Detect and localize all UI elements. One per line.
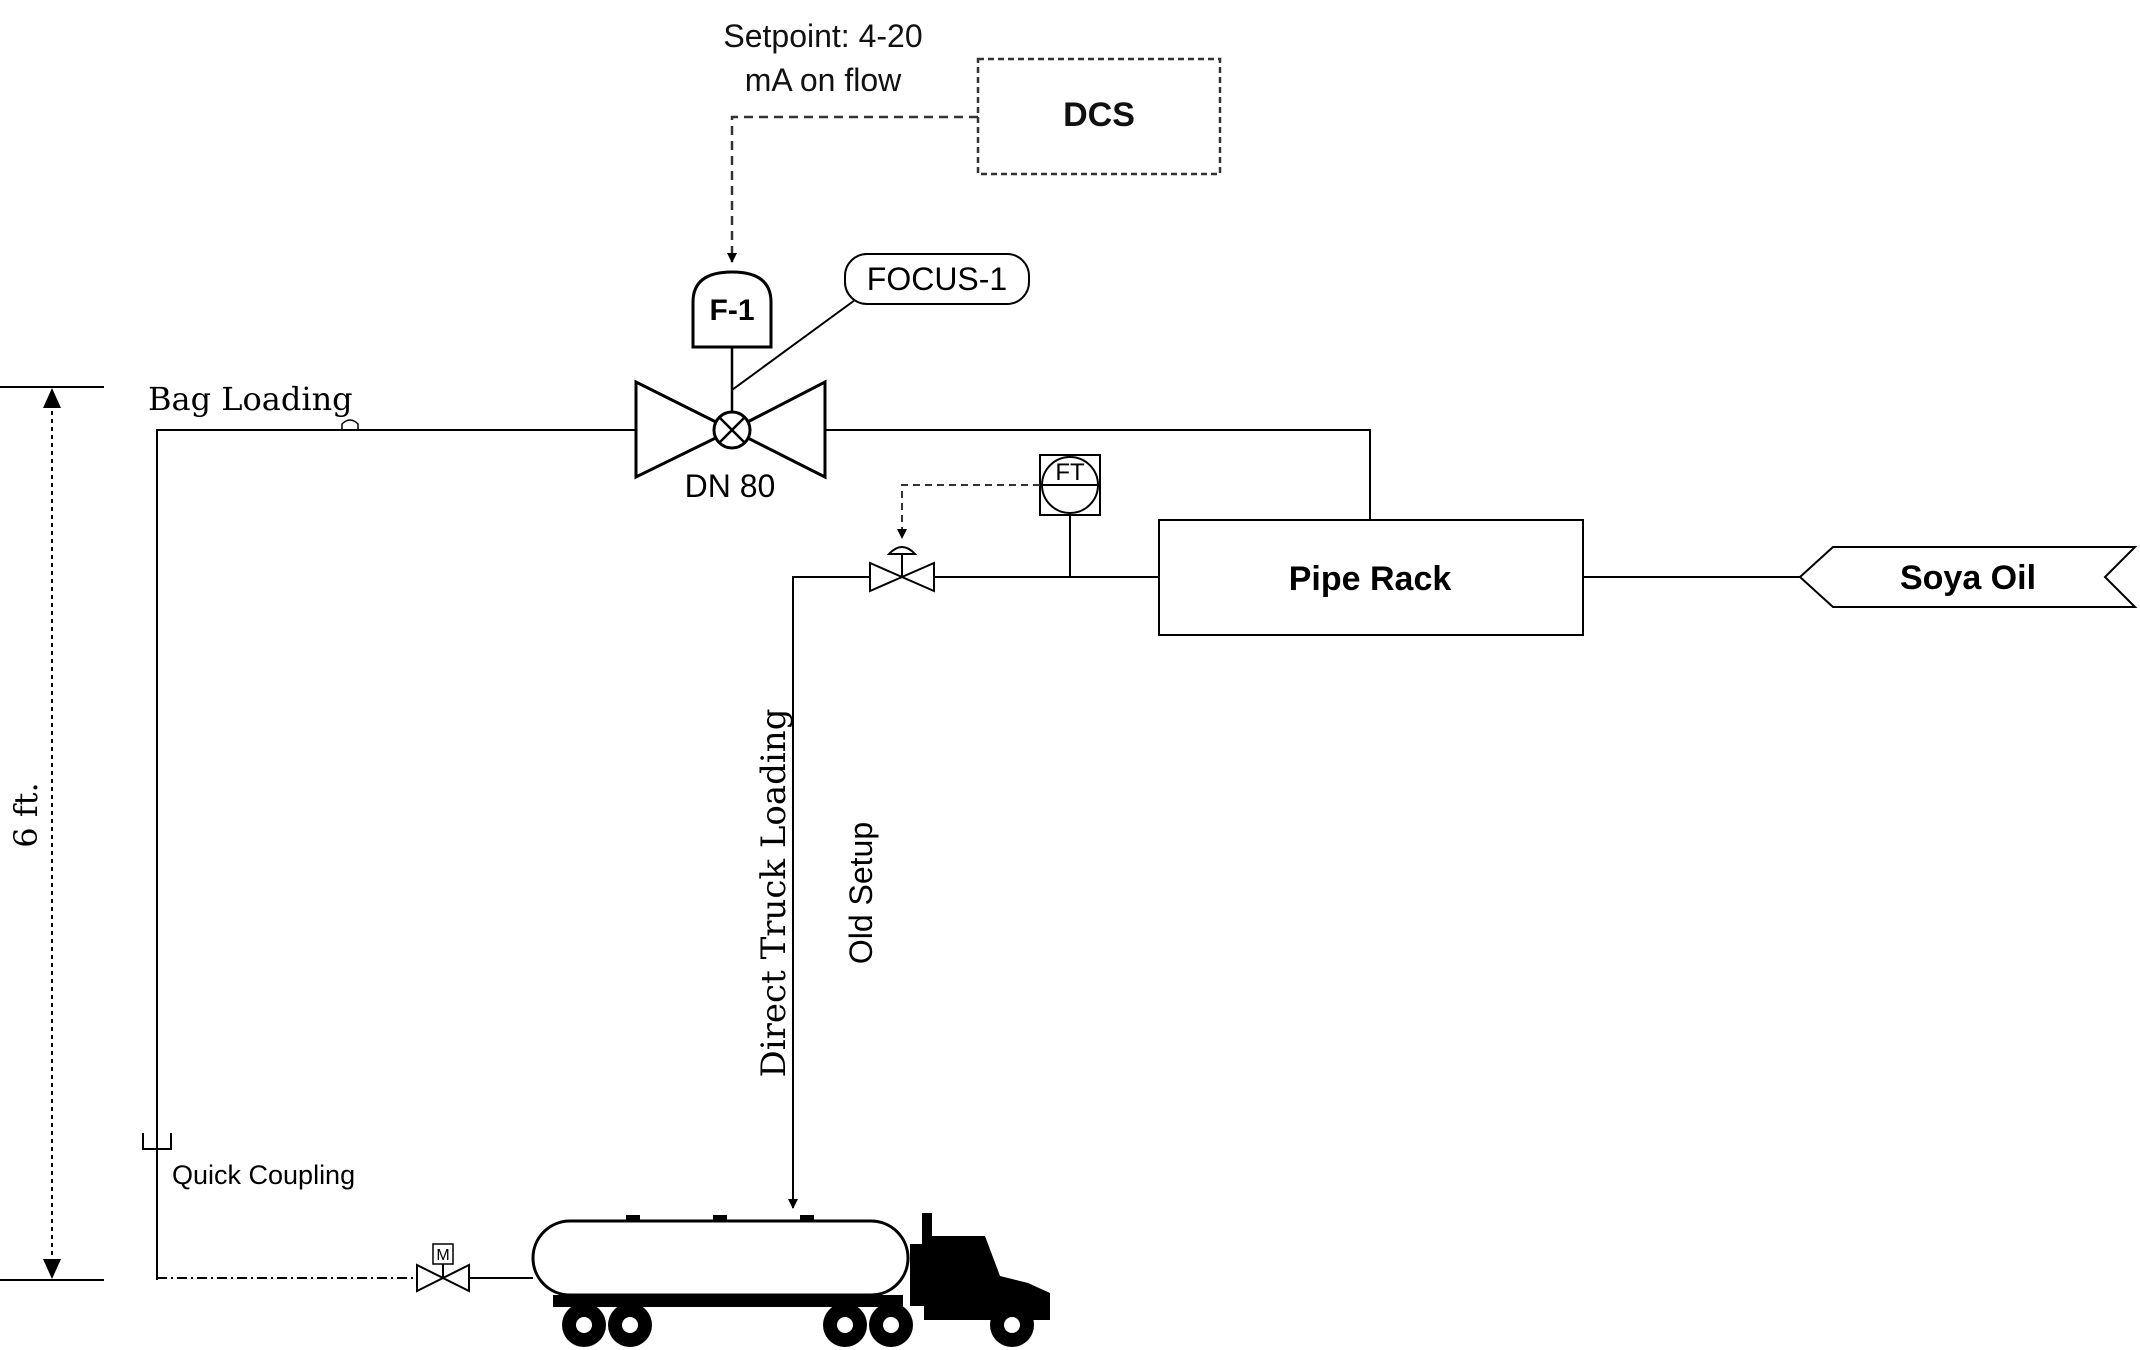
motor-label: M	[436, 1247, 449, 1264]
six-ft-label: 6 ft.	[7, 782, 45, 847]
valve-left-triangle	[634, 379, 736, 480]
pipe-rack-box	[1158, 519, 1584, 636]
soya-oil-arrow-flag	[1798, 546, 2138, 608]
bag-loading-label: Bag Loading	[148, 380, 353, 418]
wheel-4-hub	[883, 1317, 899, 1333]
ft-signal-line	[897, 484, 1040, 539]
valve-disc-cross-b	[719, 417, 745, 443]
exhaust-stack	[922, 1213, 932, 1248]
tank-hatch-3	[800, 1215, 814, 1222]
wheel-3-hub	[837, 1317, 853, 1333]
cab-connector	[910, 1244, 924, 1306]
setpoint-label-line2: mA on flow	[745, 62, 902, 98]
signal-line-dcs-to-f1	[727, 115, 978, 263]
motor-valve-right	[440, 1263, 470, 1293]
small-valve-left	[869, 561, 905, 593]
tanker-truck-icon	[531, 1213, 1050, 1347]
motor-valve-left	[416, 1263, 446, 1293]
wheel-5-hub	[1004, 1317, 1020, 1333]
pipe-jump-icon	[341, 419, 359, 430]
quick-coupling-label: Quick Coupling	[172, 1160, 355, 1190]
direct-truck-loading-line	[788, 576, 870, 1209]
f1-actuator	[691, 270, 773, 349]
focus1-leader-line	[731, 299, 856, 391]
valve-to-pipe-rack-line	[825, 429, 1371, 520]
wheel-1-hub	[576, 1317, 592, 1333]
tank-hatch-1	[626, 1215, 640, 1222]
bag-loading-line	[156, 429, 636, 1280]
dcs-label: DCS	[1063, 96, 1135, 134]
setpoint-label-line1: Setpoint: 4-20	[723, 18, 922, 54]
dimension-arrow-up	[43, 388, 61, 408]
tank-body	[531, 1219, 910, 1297]
small-valve-right	[899, 561, 935, 593]
tank-hatch-2	[713, 1215, 727, 1222]
ft-label: FT	[1055, 459, 1085, 486]
truck-cab	[924, 1236, 1050, 1320]
soya-oil-label: Soya Oil	[1900, 559, 2036, 597]
focus1-callout	[844, 253, 1030, 305]
direct-truck-loading-label: Direct Truck Loading	[754, 709, 794, 1078]
pipe-rack-label: Pipe Rack	[1289, 560, 1452, 598]
diaphragm-actuator-icon	[886, 546, 918, 555]
old-setup-label: Old Setup	[843, 822, 879, 964]
dn80-label: DN 80	[685, 468, 776, 504]
motor-box	[432, 1243, 454, 1265]
focus1-label: FOCUS-1	[867, 261, 1007, 297]
quick-coupling-icon	[142, 1133, 172, 1150]
dcs-box	[976, 57, 1222, 176]
dimension-arrow-down	[43, 1259, 61, 1279]
wheel-2-hub	[622, 1317, 638, 1333]
f1-label: F-1	[710, 294, 755, 327]
trailer-chassis	[553, 1295, 903, 1307]
